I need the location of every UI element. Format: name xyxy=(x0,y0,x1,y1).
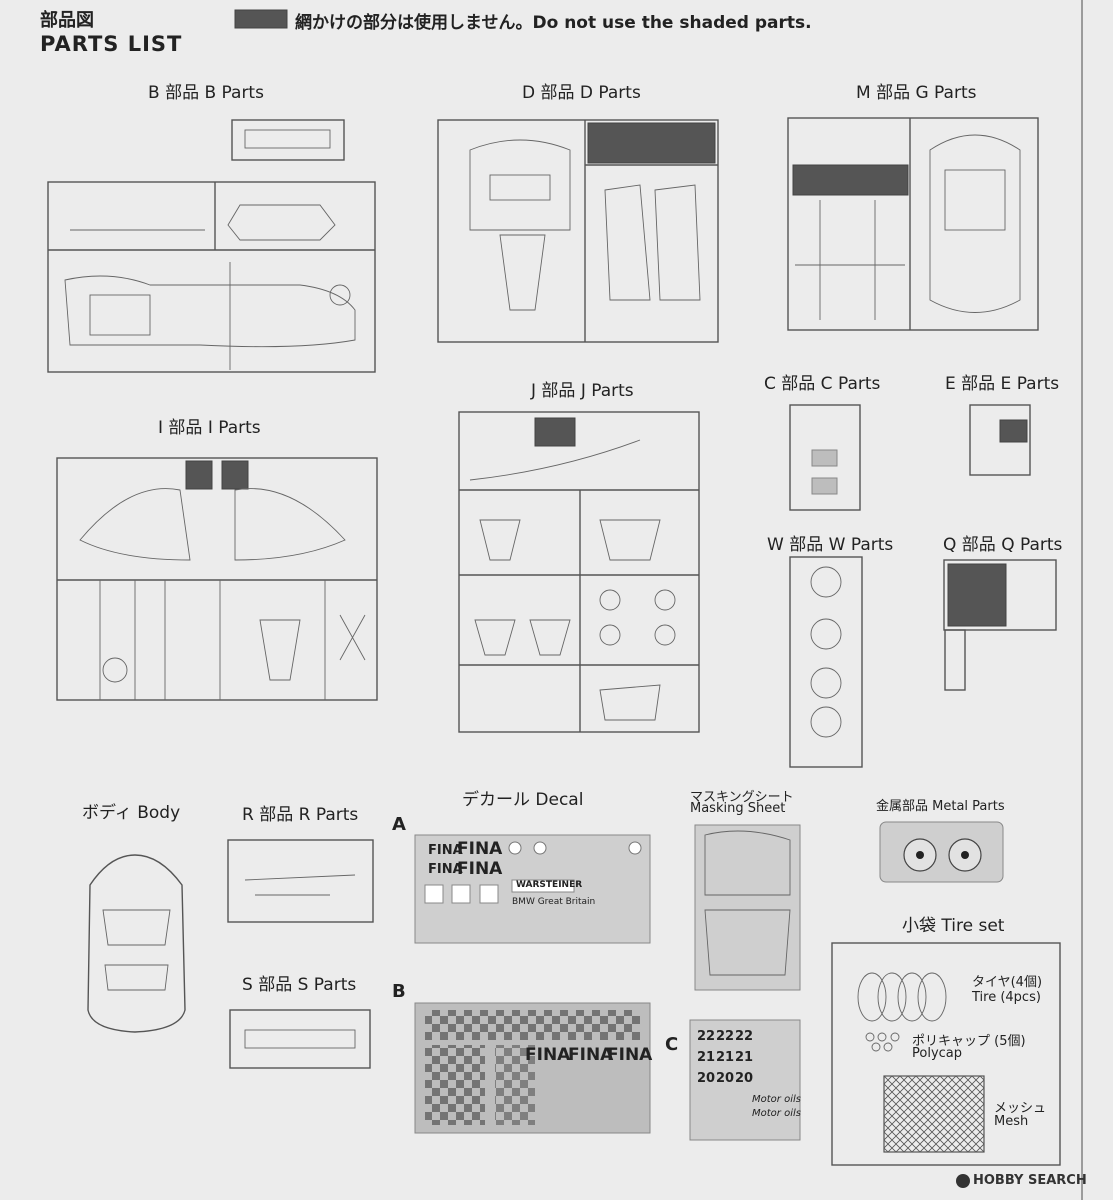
decal-c-number: 21 xyxy=(716,1050,735,1065)
decal-letter-b: B xyxy=(392,981,406,1002)
label-j-parts: J 部品 J Parts xyxy=(531,381,634,401)
decal-c-number: 22 xyxy=(735,1029,754,1044)
title-en: PARTS LIST xyxy=(40,32,183,56)
tire-set-box xyxy=(831,942,1061,1166)
label-tire-en: Tire (4pcs) xyxy=(972,990,1041,1005)
body-drawing xyxy=(87,854,186,1033)
decal-letter-c: C xyxy=(665,1034,679,1055)
label-s-parts: S 部品 S Parts xyxy=(242,975,357,995)
label-q-parts: Q 部品 Q Parts xyxy=(943,535,1063,555)
sprue-i xyxy=(56,457,378,701)
label-polycap-en: Polycap xyxy=(912,1046,963,1061)
decal-b-text: FINA xyxy=(525,1045,571,1065)
shade-swatch xyxy=(234,9,288,29)
metal-parts-drawing xyxy=(879,821,1004,883)
label-i-parts: I 部品 I Parts xyxy=(158,418,261,438)
label-masking-en: Masking Sheet xyxy=(690,801,786,816)
decal-sheet-c xyxy=(689,1019,801,1141)
sprue-d xyxy=(437,119,719,343)
label-metal-parts: 金属部品 Metal Parts xyxy=(876,799,1005,814)
sprue-b xyxy=(47,119,376,373)
sprue-q xyxy=(943,559,1057,691)
decal-sheet-b xyxy=(414,1002,651,1134)
sprue-e xyxy=(969,404,1031,476)
decal-c-number: 21 xyxy=(735,1050,754,1065)
shading-notice: 網かけの部分は使用しません。Do not use the shaded part… xyxy=(295,13,812,33)
label-tire-jp: タイヤ(4個) xyxy=(972,975,1043,990)
decal-a-text: BMW Great Britain xyxy=(512,897,596,907)
decal-c-number: 22 xyxy=(697,1029,716,1044)
label-m-parts: M 部品 G Parts xyxy=(856,83,977,103)
label-b-parts: B 部品 B Parts xyxy=(148,83,264,103)
label-body: ボディ Body xyxy=(82,803,181,823)
decal-a-text: FINA xyxy=(428,843,463,858)
decal-a-text: FINA xyxy=(457,859,503,879)
label-mesh-en: Mesh xyxy=(994,1114,1029,1129)
decal-a-text: WARSTEINER xyxy=(516,880,583,890)
decal-c-number: 20 xyxy=(735,1071,754,1086)
sprue-r xyxy=(227,839,374,923)
watermark-text: HOBBY SEARCH xyxy=(973,1173,1087,1188)
label-decal: デカール Decal xyxy=(462,790,584,810)
decal-b-text: FINA xyxy=(568,1045,614,1065)
decal-c-number: 22 xyxy=(716,1029,735,1044)
sprue-s xyxy=(229,1009,371,1069)
label-mesh-jp: メッシュ xyxy=(994,1101,1047,1116)
decal-a-text: FINA xyxy=(428,862,463,877)
masking-sheet-drawing xyxy=(694,824,801,991)
label-d-parts: D 部品 D Parts xyxy=(522,83,641,103)
decal-letter-a: A xyxy=(392,814,406,835)
hobby-search-logo-icon xyxy=(956,1174,970,1188)
decal-c-number: 21 xyxy=(697,1050,716,1065)
decal-c-text: Motor oils xyxy=(752,1108,801,1119)
label-masking-jp: マスキングシート xyxy=(690,790,794,805)
decal-b-text: FINA xyxy=(607,1045,653,1065)
label-c-parts: C 部品 C Parts xyxy=(764,374,881,394)
sprue-j xyxy=(458,411,700,733)
decal-c-number: 20 xyxy=(697,1071,716,1086)
sprue-w xyxy=(789,556,863,768)
label-e-parts: E 部品 E Parts xyxy=(945,374,1060,394)
decal-c-number: 20 xyxy=(716,1071,735,1086)
label-w-parts: W 部品 W Parts xyxy=(767,535,894,555)
label-r-parts: R 部品 R Parts xyxy=(242,805,359,825)
sprue-c xyxy=(789,404,861,511)
decal-c-text: Motor oils xyxy=(752,1094,801,1105)
sprue-m xyxy=(787,117,1039,331)
title-jp: 部品図 xyxy=(40,10,94,31)
decal-sheet-a xyxy=(414,834,651,944)
decal-a-text: FINA xyxy=(457,839,503,859)
label-tire-set: 小袋 Tire set xyxy=(902,916,1005,936)
label-polycap-jp: ポリキャップ (5個) xyxy=(912,1034,1026,1049)
